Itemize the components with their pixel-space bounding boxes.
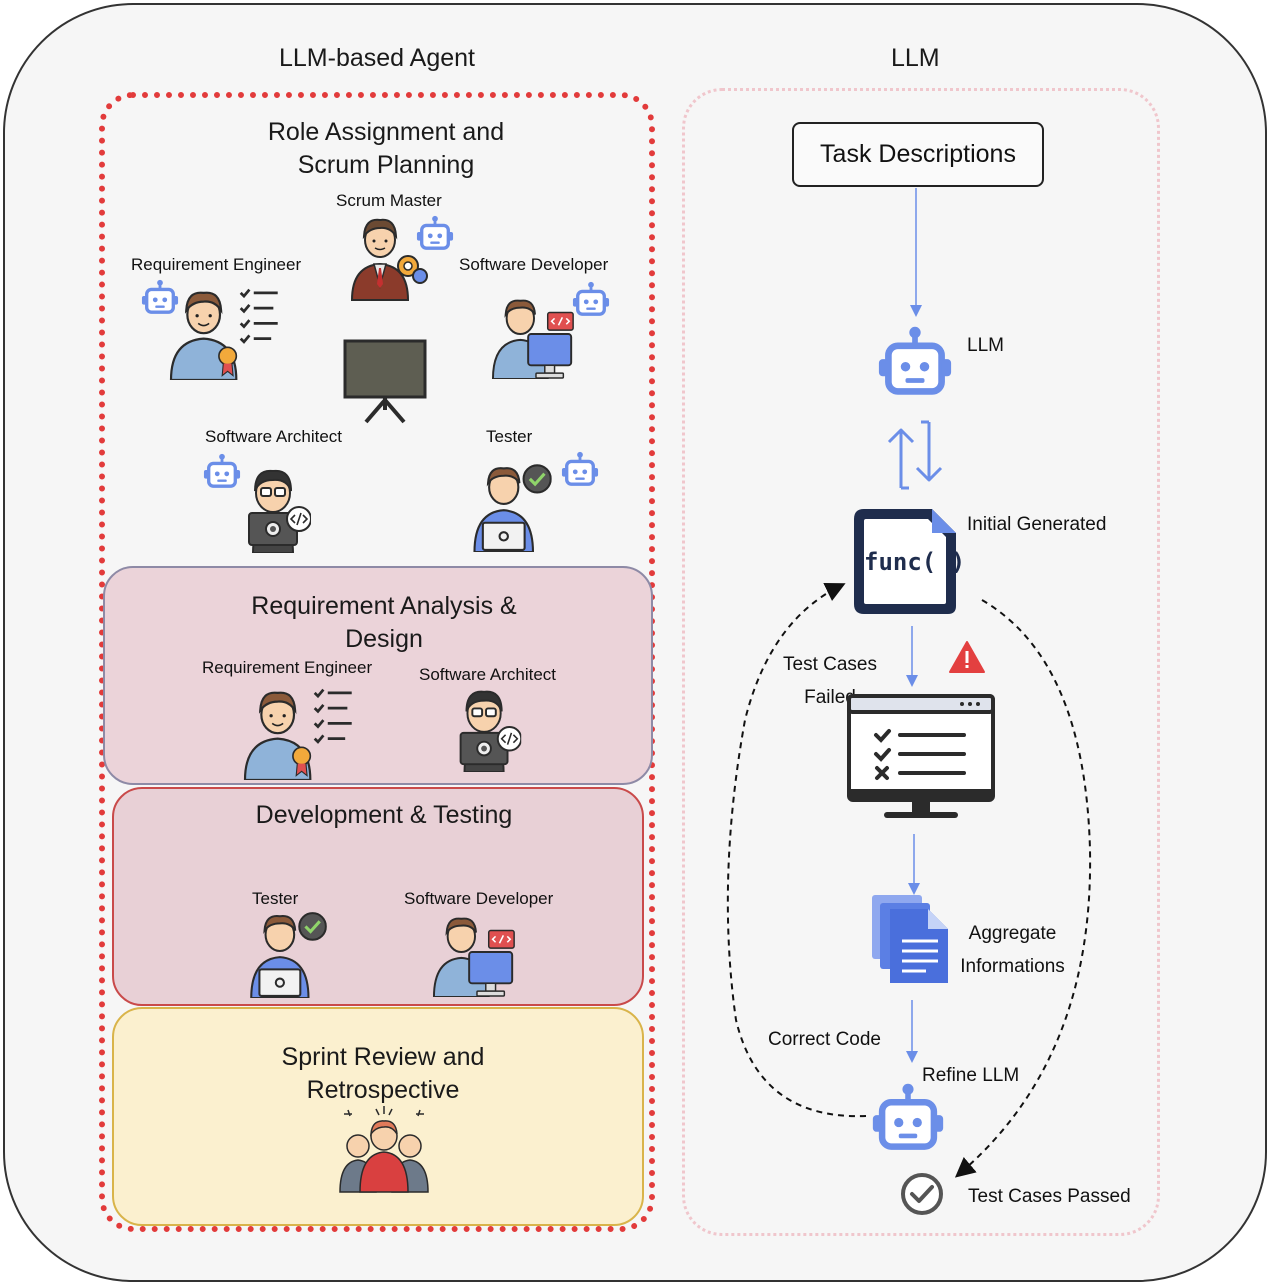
panel-requirement-analysis: [103, 566, 653, 785]
team-icon: [339, 1106, 429, 1193]
task-descriptions-box: Task Descriptions: [792, 122, 1044, 187]
arrow-refine-loop: [726, 583, 867, 1118]
llm-container: [682, 88, 1160, 1236]
test-cases-failed-label: Test Cases Failed: [783, 654, 877, 708]
test-cases-passed-label: Test Cases Passed: [968, 1186, 1131, 1207]
warning-icon: [949, 641, 985, 673]
role-software-architect-label-2: Software Architect: [419, 665, 557, 684]
right-title: LLM: [891, 44, 940, 72]
role-scrum-master-label: Scrum Master: [336, 191, 442, 210]
code-document-icon: [854, 509, 956, 614]
arrow-to-passed: [954, 599, 1092, 1178]
llm-robot-icon: [873, 323, 957, 399]
initial-generated-label: Initial Generated: [967, 514, 1107, 535]
panel-development-testing: [112, 787, 644, 1006]
stage-development-testing: Development & Testing: [255, 801, 513, 829]
role-tester-label: Tester: [486, 427, 533, 446]
aggregate-informations-label: Aggregate Informations: [960, 923, 1065, 977]
stage-sprint-review: Sprint Review and Retrospective: [281, 1043, 485, 1104]
passed-check-icon: [901, 1173, 943, 1215]
role-tester-label-2: Tester: [252, 889, 299, 908]
refine-llm-label: Refine LLM: [922, 1065, 1020, 1086]
role-software-developer-label-2: Software Developer: [404, 889, 554, 908]
role-software-architect-label: Software Architect: [205, 427, 343, 446]
role-requirement-engineer-label-2: Requirement Engineer: [202, 658, 373, 677]
documents-icon: [872, 895, 948, 983]
exchange-arrows-icon: [887, 420, 943, 490]
left-title: LLM-based Agent: [279, 44, 475, 72]
scrum-master-icon: [350, 218, 428, 301]
test-monitor-icon: [847, 694, 995, 818]
task-descriptions-label: Task Descriptions: [820, 140, 1016, 168]
llm-label: LLM: [967, 335, 1004, 356]
scrum-board-icon: [343, 339, 427, 424]
func-label: func( ): [864, 548, 966, 576]
refine-robot-icon: [866, 1080, 950, 1154]
correct-code-label: Correct Code: [768, 1029, 881, 1050]
stage-requirement-analysis: Requirement Analysis & Design: [251, 592, 517, 653]
role-software-developer-label: Software Developer: [459, 255, 609, 274]
stage-role-assignment: Role Assignment and Scrum Planning: [267, 118, 505, 179]
role-requirement-engineer-label: Requirement Engineer: [131, 255, 302, 274]
